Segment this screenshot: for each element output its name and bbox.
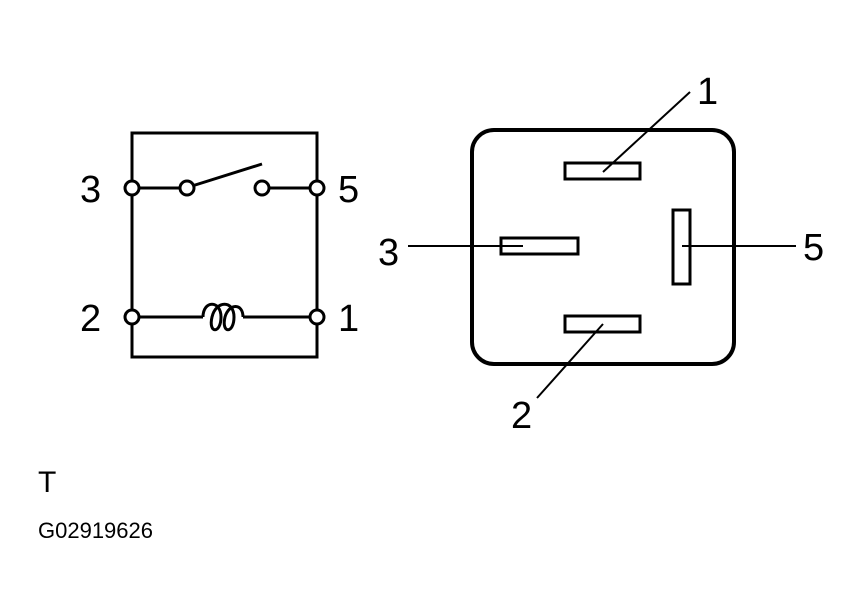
terminal-5 [308,179,326,197]
schematic-frame [130,131,319,359]
switch-pivot [178,179,196,197]
relay-schematic [123,131,326,359]
leader-2 [536,323,604,399]
schematic-pin-label-5: 5 [338,169,359,211]
terminal-2 [123,308,141,326]
connector-leaders [408,91,796,399]
view-letter: T [38,466,57,499]
connector-pin-label-2: 2 [511,395,532,437]
figure-code: G02919626 [38,518,153,543]
schematic-pin-label-2: 2 [80,298,101,340]
leader-1 [602,91,691,173]
connector-pin-label-3: 3 [378,232,399,274]
coil-symbol [201,302,245,332]
schematic-pin-label-1: 1 [338,298,359,340]
switch-fixed-contact [253,179,271,197]
terminal-1 [308,308,326,326]
connector-slot-1 [563,161,642,181]
connector-slot-2 [563,314,642,334]
schematic-pin-label-3: 3 [80,169,101,211]
terminal-3 [123,179,141,197]
connector-pin-label-5: 5 [803,227,824,269]
switch-contact-arm [191,162,263,188]
connector-pin-label-1: 1 [697,71,718,113]
